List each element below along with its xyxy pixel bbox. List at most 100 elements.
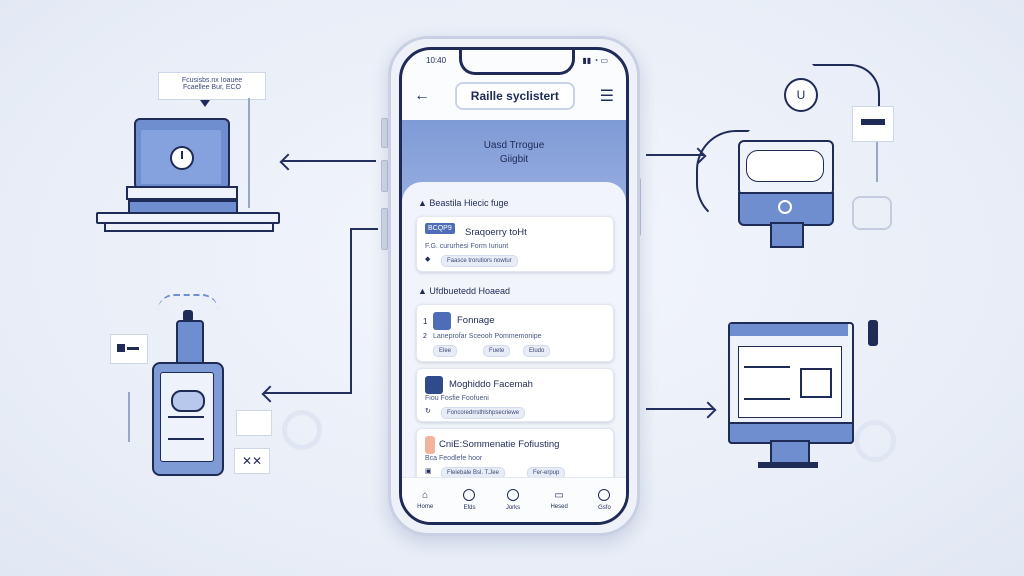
card-chip[interactable]: Elee <box>433 345 458 357</box>
card-chip[interactable]: Eludo <box>523 345 551 357</box>
arrow-to-desktop <box>646 408 714 410</box>
nav-item-5[interactable]: Gsfo <box>598 489 611 511</box>
link-icon: ↻ <box>425 408 431 415</box>
doc-lines <box>168 416 204 440</box>
content-sheet: ▲ Beastila Hiecic fuge BCQP9 Sraqoerry t… <box>402 182 626 484</box>
nav-label: Gsfo <box>598 505 611 511</box>
nav-label: Jorks <box>505 505 521 511</box>
callout-pointer <box>200 100 210 107</box>
list-item[interactable]: Moghiddo Facemah Fiou Fosfie Foofueni ↻ … <box>416 368 614 422</box>
desktop-chart-icon <box>800 368 832 398</box>
nav-item-4[interactable]: ▭ Hesed <box>550 490 567 510</box>
phone-frame: 10:40 ▮▮ ◔ ▭ ← Raille syclistert ☰ Uasd … <box>388 36 640 536</box>
desktop-window <box>738 346 842 418</box>
tools-icon <box>236 410 272 436</box>
broadcast-icon <box>158 294 218 310</box>
card-chip[interactable]: Foncoredrrsthlshpsecriewe <box>441 407 526 419</box>
gear-icon <box>282 410 322 450</box>
section-title-2: ▲ Ufdbuetedd Hoaead <box>418 286 510 296</box>
connector-left-vert <box>350 228 352 394</box>
section-title-1: ▲ Beastila Hiecic fuge <box>418 198 508 208</box>
bottom-nav: ⌂ Home Efds Jorks ▭ Hesed Gsfo <box>402 477 626 522</box>
card-thumbnail <box>433 312 451 330</box>
card-title: Moghiddo Facemah <box>449 379 533 390</box>
monitor-stand <box>770 222 804 248</box>
power-icon <box>778 200 792 214</box>
tag-icon: ◆ <box>425 256 431 263</box>
clock-icon <box>170 146 194 170</box>
desk-lower <box>104 222 274 232</box>
card-chip[interactable]: Fuete <box>483 345 511 357</box>
cable-left <box>696 130 750 224</box>
inbox-icon: ▭ <box>554 490 564 501</box>
triangle-icon: ▲ <box>418 286 430 296</box>
list-item[interactable]: 1 Fonnage 2 Laneprofar Sceooh Pommemonip… <box>416 304 614 362</box>
callout-box: Fcusisbs.nx Ioauee Fcaellee Bur, ECO <box>158 72 266 100</box>
section-title-1-text: Beastila Hiecic fuge <box>429 198 509 208</box>
cloud-icon <box>171 390 205 412</box>
card-number: 1 <box>423 317 428 326</box>
circle-arrow-icon <box>854 420 896 462</box>
app-bar: ← Raille syclistert ☰ <box>402 76 626 116</box>
antenna-tower <box>176 320 204 364</box>
triangle-icon: ▲ <box>418 198 430 208</box>
shuffle-icon: ✕✕ <box>234 448 270 474</box>
card-thumbnail <box>425 436 435 454</box>
list-item[interactable]: BCQP9 Sraqoerry toHt F.G. cururhesi Form… <box>416 216 614 272</box>
connector-vertical <box>248 98 250 208</box>
settings-icon <box>598 489 611 501</box>
nav-label: Hesed <box>550 504 568 510</box>
card-title: Sraqoerry toHt <box>465 227 527 238</box>
menu-icon[interactable]: ☰ <box>599 88 614 105</box>
card-thumbnail <box>425 376 443 394</box>
card-title: CniE:Sommenatie Fofiusting <box>439 439 560 450</box>
phone-notch <box>459 50 575 75</box>
hero-line-1: Uasd Trrogue <box>483 140 545 151</box>
desktop-foot <box>758 462 818 468</box>
card-title: Fonnage <box>457 315 495 326</box>
cable-right <box>812 64 880 108</box>
hero-line-2: Giigbit <box>499 154 529 165</box>
nav-item-3[interactable]: Jorks <box>506 489 520 511</box>
signal-icon: ▮▮ ◔ ▭ <box>582 56 608 65</box>
section-title-2-text: Ufdbuetedd Hoaead <box>429 286 510 296</box>
arrow-to-tablet <box>264 392 352 394</box>
card-chip[interactable]: Faasce trorutiors nowtur <box>441 255 518 267</box>
antenna-tip <box>183 310 193 322</box>
callout-line-2: Fcaellee Bur, ECO <box>183 84 241 91</box>
nav-label: Efds <box>463 505 476 511</box>
arrow-to-workstation <box>646 154 704 156</box>
side-card-icon <box>110 334 148 364</box>
nav-label: Home <box>417 504 434 510</box>
card-subtitle: F.G. cururhesi Form Iuriunt <box>425 243 509 250</box>
spray-icon <box>868 320 878 346</box>
desktop-content-lines <box>744 366 790 400</box>
callout-line-1: Fcusisbs.nx Ioauee <box>181 77 243 84</box>
phone-side-button-1 <box>381 118 388 148</box>
status-time: 10:40 <box>426 56 447 65</box>
nav-item-2[interactable]: Efds <box>463 489 476 511</box>
card-sub-number: 2 <box>423 333 427 340</box>
server-screen <box>746 150 824 182</box>
phone-side-button-2 <box>381 160 388 192</box>
pc-faint-icon <box>852 196 892 230</box>
card-subtitle: Fiou Fosfie Foofueni <box>425 395 489 402</box>
list-item[interactable]: CniE:Sommenatie Fofiusting Bca Feodlefe … <box>416 428 614 484</box>
circle-icon <box>506 489 519 501</box>
tablet-side-line <box>128 392 130 442</box>
calendar-icon: ▣ <box>425 468 432 475</box>
nav-item-home[interactable]: ⌂ Home <box>417 490 433 510</box>
connector-left-top <box>350 228 378 230</box>
back-arrow-icon[interactable]: ← <box>414 87 430 104</box>
doc-mini-icon <box>852 106 894 142</box>
card-subtitle: Laneprofar Sceooh Pommemonipe <box>433 333 542 340</box>
laptop-keyboard <box>128 200 238 214</box>
circle-icon <box>463 489 476 501</box>
phone-side-button-3 <box>381 208 388 250</box>
card-badge: BCQP9 <box>425 223 455 234</box>
app-title: Raille syclistert <box>454 82 575 110</box>
card-subtitle: Bca Feodlefe hoor <box>425 455 483 462</box>
status-bar: 10:40 ▮▮ ◔ ▭ <box>426 56 608 65</box>
home-icon: ⌂ <box>422 490 429 501</box>
right-top-side-line <box>876 142 878 182</box>
